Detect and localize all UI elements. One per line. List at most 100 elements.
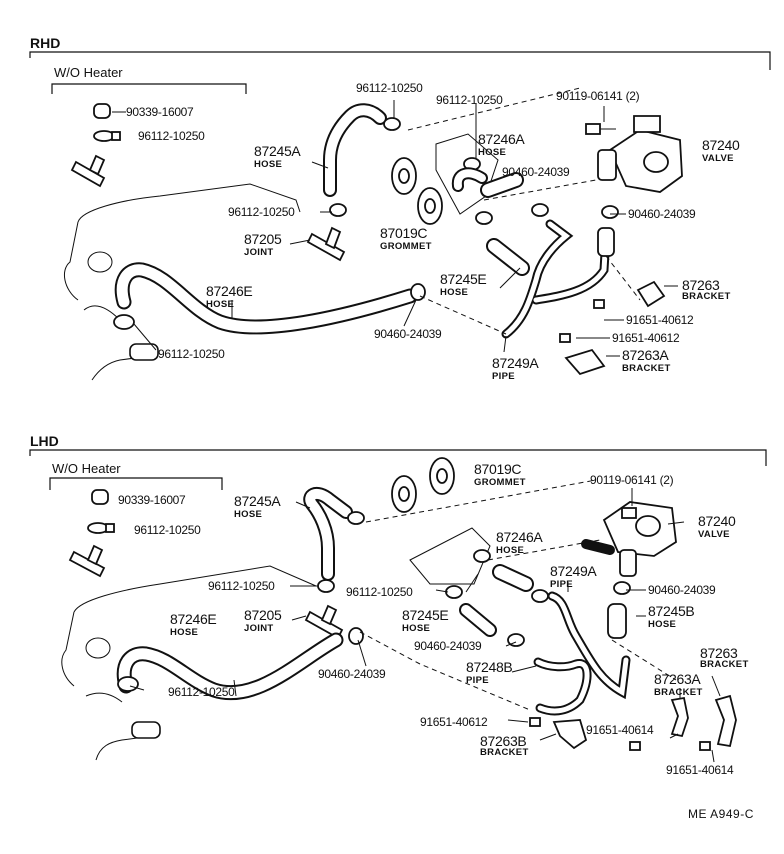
rhd-label-87246e-hose: HOSE	[206, 299, 235, 310]
rhd-label-90119: 90119-06141 (2)	[556, 89, 640, 103]
rhd-clamp-valve-a	[475, 203, 549, 225]
lhd-clamp-valve	[613, 581, 631, 595]
rhd-section-title: RHD	[30, 35, 61, 51]
rhd-label-91651-a: 91651-40612	[626, 313, 694, 327]
lhd-label-96112-left: 96112-10250	[208, 579, 275, 593]
lhd-label-90460-b: 90460-24039	[414, 639, 482, 653]
rhd-engine-outline	[63, 183, 301, 381]
rhd-label-87245a-hose: HOSE	[254, 159, 283, 170]
rhd-hose-vert	[597, 227, 615, 257]
lhd-label-90339: 90339-16007	[118, 493, 186, 507]
rhd-label-87205: 87205	[244, 231, 282, 247]
lhd-hose-87245b	[607, 603, 627, 639]
lhd-label-96112-bot: 96112-10250	[168, 685, 235, 699]
lhd-hose-87245e	[461, 605, 495, 635]
rhd-clamp-valve-b	[601, 205, 619, 219]
rhd-bracket-87263a	[564, 348, 606, 376]
rhd-clamp-mid	[329, 203, 347, 217]
rhd-label-87263-bracket: BRACKET	[682, 291, 731, 302]
lhd-label-87246e: 87246E	[170, 611, 217, 627]
lhd-label-87249a-pipe: PIPE	[550, 579, 573, 590]
rhd-label-87240: 87240	[702, 137, 740, 153]
rhd-clamp-87246e-end	[410, 283, 426, 301]
lhd-frame	[29, 449, 767, 490]
rhd-label-96112-top1: 96112-10250	[356, 81, 423, 95]
lhd-label-joint: JOINT	[244, 623, 274, 634]
rhd-label-90339: 90339-16007	[126, 105, 194, 119]
rhd-valve-87240	[597, 115, 683, 193]
lhd-bracket-87263b	[552, 719, 588, 750]
rhd-clamp-bottom-left	[113, 314, 135, 330]
rhd-clamp-top1	[383, 117, 401, 131]
lhd-tee-small	[68, 544, 106, 578]
lhd-dash-lines	[359, 479, 677, 711]
rhd-dash-lines	[407, 87, 641, 335]
lhd-label-87246e-hose: HOSE	[170, 627, 199, 638]
rhd-grommet-2	[417, 187, 443, 225]
lhd-label-87240: 87240	[698, 513, 736, 529]
lhd-wo-heater-label: W/O Heater	[52, 461, 121, 476]
footer-code: ME A949-C	[688, 807, 754, 821]
lhd-valve-87240	[602, 501, 677, 577]
lhd-label-90119: 90119-06141 (2)	[590, 473, 674, 487]
rhd-label-pipe: PIPE	[492, 371, 515, 382]
lhd-label-96112-small: 96112-10250	[134, 523, 201, 537]
lhd-label-87263b-bracket: BRACKET	[480, 747, 529, 758]
rhd-bolt-90119	[585, 123, 616, 135]
rhd-label-87246a: 87246A	[478, 131, 525, 147]
rhd-tee-small	[70, 154, 106, 188]
lhd-bolts-91651	[529, 717, 711, 751]
lhd-label-87205: 87205	[244, 607, 282, 623]
lhd-clamp-c	[445, 549, 549, 647]
rhd-leaders	[118, 100, 678, 357]
lhd-label-87263a-bracket: BRACKET	[654, 687, 703, 698]
rhd-label-87263: 87263	[682, 277, 720, 293]
lhd-clamp-b	[117, 627, 364, 692]
lhd-label-87248b-pipe: PIPE	[466, 675, 489, 686]
lhd-engine-outline	[61, 565, 317, 761]
lhd-label-87245b: 87245B	[648, 603, 695, 619]
lhd-label-87263b: 87263B	[480, 733, 527, 749]
lhd-grommet-1	[391, 475, 417, 513]
lhd-clamp-small	[87, 522, 115, 534]
rhd-label-87246e: 87246E	[206, 283, 253, 299]
rhd-plug-90339	[93, 103, 126, 119]
rhd-label-87245e-hose: HOSE	[440, 287, 469, 298]
lhd-plate	[409, 527, 491, 585]
lhd-section-title: LHD	[30, 433, 59, 449]
lhd-clamp-a	[317, 511, 365, 593]
rhd-bolts-91651	[559, 299, 605, 343]
lhd-bracket-87263a	[670, 696, 689, 738]
rhd-label-87263a: 87263A	[622, 347, 669, 363]
lhd-bolt-90119	[621, 507, 637, 519]
rhd-wo-heater-label: W/O Heater	[54, 65, 123, 80]
lhd-label-91651-a: 91651-40612	[420, 715, 488, 729]
lhd-label-87246a-hose: HOSE	[496, 545, 525, 556]
rhd-bracket-87263	[636, 280, 666, 308]
lhd-label-valve: VALVE	[698, 529, 730, 540]
rhd-label-96112-top2: 96112-10250	[436, 93, 503, 107]
lhd-label-87248b: 87248B	[466, 659, 513, 675]
rhd-clamp-small	[93, 130, 121, 142]
lhd-hose-87246a	[494, 566, 532, 590]
rhd-joint-87205	[306, 226, 346, 262]
rhd-grommet-1	[391, 157, 417, 195]
rhd-label-87019c: 87019C	[380, 225, 428, 241]
rhd-label-96112-mid: 96112-10250	[228, 205, 295, 219]
lhd-label-87263: 87263	[700, 645, 738, 661]
lhd-label-91651-b: 91651-40614	[586, 723, 654, 737]
lhd-label-87245e: 87245E	[402, 607, 449, 623]
rhd-label-87249a: 87249A	[492, 355, 539, 371]
rhd-label-87263a-bracket: BRACKET	[622, 363, 671, 374]
lhd-label-90460-a: 90460-24039	[648, 583, 716, 597]
lhd-label-87019c: 87019C	[474, 461, 522, 477]
rhd-label-90460-a: 90460-24039	[502, 165, 570, 179]
lhd-label-87263a: 87263A	[654, 671, 701, 687]
rhd-label-90460-b: 90460-24039	[628, 207, 696, 221]
rhd-frame	[29, 51, 771, 94]
lhd-label-87245e-hose: HOSE	[402, 623, 431, 634]
rhd-hose-87245a	[323, 103, 387, 197]
rhd-label-96112-bot: 96112-10250	[158, 347, 225, 361]
